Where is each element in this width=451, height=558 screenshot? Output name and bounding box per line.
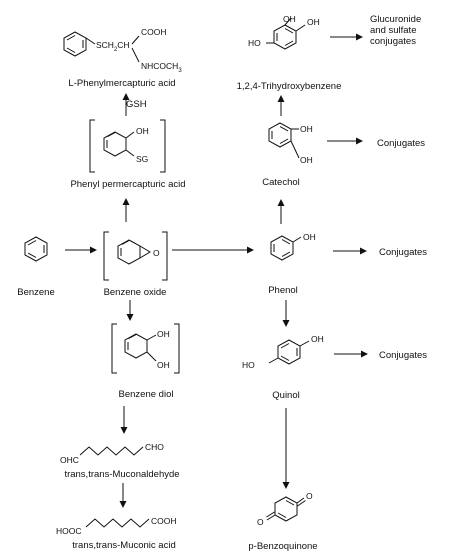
quinol-label: Quinol bbox=[272, 390, 299, 401]
muconic-hooc: HOOC bbox=[56, 526, 82, 536]
catechol-oh-2: OH bbox=[300, 155, 313, 165]
glucuronide-line-3: conjugates bbox=[370, 36, 416, 47]
phenyl-premercapturic-label: Phenyl permercapturic acid bbox=[70, 179, 185, 190]
catechol-structure bbox=[268, 122, 300, 159]
phenylmercapturic-label: L-Phenylmercapturic acid bbox=[68, 78, 175, 89]
catechol-conjugates: Conjugates bbox=[377, 138, 425, 149]
phenyl-premercapturic-structure bbox=[89, 119, 166, 173]
phenol-label: Phenol bbox=[268, 285, 298, 296]
oxide-o-atom: O bbox=[153, 248, 160, 258]
benzene-oxide-structure bbox=[103, 231, 168, 281]
muconaldehyde-cho: CHO bbox=[145, 442, 164, 452]
benzene-oxide-label: Benzene oxide bbox=[104, 287, 167, 298]
muconaldehyde-structure bbox=[79, 446, 144, 456]
benzene-structure bbox=[24, 236, 48, 262]
muconaldehyde-ohc: OHC bbox=[60, 455, 79, 465]
mercapturic-cooh: COOH bbox=[141, 27, 167, 37]
mercapturic-nhcoch3: NHCOCH3 bbox=[141, 61, 182, 74]
quinol-structure bbox=[268, 339, 310, 365]
benzene-label: Benzene bbox=[17, 287, 55, 298]
muconic-cooh: COOH bbox=[151, 516, 177, 526]
gsh-label: GSH bbox=[126, 99, 147, 110]
mercapturic-sch: SCH2CH bbox=[96, 40, 130, 53]
benzene-diol-label: Benzene diol bbox=[119, 389, 174, 400]
benzoquinone-o-1: O bbox=[306, 491, 313, 501]
benzoquinone-structure bbox=[266, 496, 306, 522]
quinol-ho: HO bbox=[242, 360, 255, 370]
trihydroxy-oh-1: OH bbox=[283, 14, 296, 24]
muconic-acid-structure bbox=[85, 518, 150, 528]
phenol-oh-atom: OH bbox=[303, 232, 316, 242]
quinol-oh: OH bbox=[311, 334, 324, 344]
benzene-diol-structure bbox=[111, 323, 180, 374]
phenol-structure bbox=[270, 235, 302, 261]
diol-oh-1: OH bbox=[157, 329, 170, 339]
trihydroxy-oh-2: OH bbox=[307, 17, 320, 27]
trihydroxybenzene-label: 1,2,4-Trihydroxybenzene bbox=[237, 81, 342, 92]
benzoquinone-label: p-Benzoquinone bbox=[248, 541, 317, 552]
benzoquinone-o-2: O bbox=[257, 517, 264, 527]
quinol-conjugates: Conjugates bbox=[379, 350, 427, 361]
muconaldehyde-label: trans,trans-Muconaldehyde bbox=[64, 469, 179, 480]
phenol-conjugates: Conjugates bbox=[379, 247, 427, 258]
glucuronide-line-2: and sulfate bbox=[370, 25, 416, 36]
catechol-label: Catechol bbox=[262, 177, 300, 188]
diol-oh-2: OH bbox=[157, 360, 170, 370]
premercapturic-sg: SG bbox=[136, 154, 148, 164]
trihydroxy-ho: HO bbox=[248, 38, 261, 48]
muconic-acid-label: trans,trans-Muconic acid bbox=[72, 540, 175, 551]
premercapturic-oh: OH bbox=[136, 126, 149, 136]
phenylmercapturic-structure bbox=[63, 31, 140, 63]
catechol-oh-1: OH bbox=[300, 124, 313, 134]
trihydroxybenzene-structure bbox=[266, 17, 306, 50]
glucuronide-line-1: Glucuronide bbox=[370, 14, 421, 25]
